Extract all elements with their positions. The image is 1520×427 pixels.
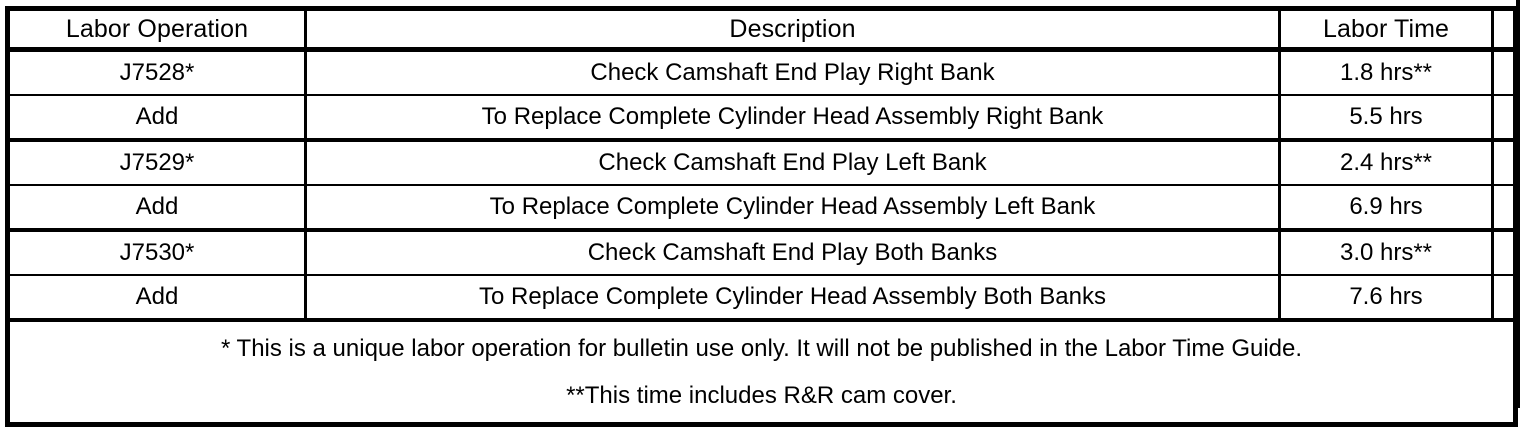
cell-description: To Replace Complete Cylinder Head Assemb… (304, 94, 1280, 140)
cell-labor-time: 7.6 hrs (1278, 274, 1493, 320)
cell-labor-operation: J7528* (7, 47, 306, 95)
table-row: Add To Replace Complete Cylinder Head As… (7, 94, 1516, 140)
table-footnote-row: * This is a unique labor operation for b… (7, 318, 1516, 425)
cell-spacer (1491, 47, 1516, 95)
cell-description: To Replace Complete Cylinder Head Assemb… (304, 274, 1280, 320)
cell-spacer (1491, 94, 1516, 140)
footnote-spacer (10, 364, 1513, 380)
footnote-cell: * This is a unique labor operation for b… (7, 318, 1516, 425)
cell-spacer (1491, 138, 1516, 185)
column-header-labor-time: Labor Time (1278, 8, 1493, 52)
cell-description: To Replace Complete Cylinder Head Assemb… (304, 184, 1280, 230)
cell-description: Check Camshaft End Play Both Banks (304, 228, 1280, 275)
table-row: Add To Replace Complete Cylinder Head As… (7, 184, 1516, 230)
cell-labor-time: 6.9 hrs (1278, 184, 1493, 230)
cell-labor-time: 1.8 hrs** (1278, 47, 1493, 95)
column-header-description: Description (304, 8, 1280, 52)
cell-description: Check Camshaft End Play Left Bank (304, 138, 1280, 185)
cell-labor-time: 5.5 hrs (1278, 94, 1493, 140)
labor-operations-table: Labor Operation Description Labor Time J… (5, 6, 1518, 427)
column-header-spacer (1491, 8, 1516, 52)
cell-labor-operation: Add (7, 274, 306, 320)
table-row: Add To Replace Complete Cylinder Head As… (7, 274, 1516, 320)
cell-labor-operation: J7529* (7, 138, 306, 185)
table-body: J7528* Check Camshaft End Play Right Ban… (7, 47, 1516, 425)
cell-labor-time: 3.0 hrs** (1278, 228, 1493, 275)
page-edge-rule (1516, 0, 1520, 408)
footnote-single-asterisk: * This is a unique labor operation for b… (220, 335, 1303, 362)
cell-spacer (1491, 184, 1516, 230)
cell-spacer (1491, 274, 1516, 320)
column-header-labor-operation: Labor Operation (7, 8, 306, 52)
cell-labor-operation: J7530* (7, 228, 306, 275)
cell-labor-time: 2.4 hrs** (1278, 138, 1493, 185)
cell-labor-operation: Add (7, 94, 306, 140)
cell-description: Check Camshaft End Play Right Bank (304, 47, 1280, 95)
page-canvas: Labor Operation Description Labor Time J… (5, 0, 1520, 427)
table-row: J7529* Check Camshaft End Play Left Bank… (7, 138, 1516, 185)
table-row: J7530* Check Camshaft End Play Both Bank… (7, 228, 1516, 275)
cell-labor-operation: Add (7, 184, 306, 230)
footnote-double-asterisk: **This time includes R&R cam cover. (566, 382, 957, 409)
table-header: Labor Operation Description Labor Time (7, 8, 1516, 52)
cell-spacer (1491, 228, 1516, 275)
table-header-row: Labor Operation Description Labor Time (7, 8, 1516, 52)
table-row: J7528* Check Camshaft End Play Right Ban… (7, 47, 1516, 95)
